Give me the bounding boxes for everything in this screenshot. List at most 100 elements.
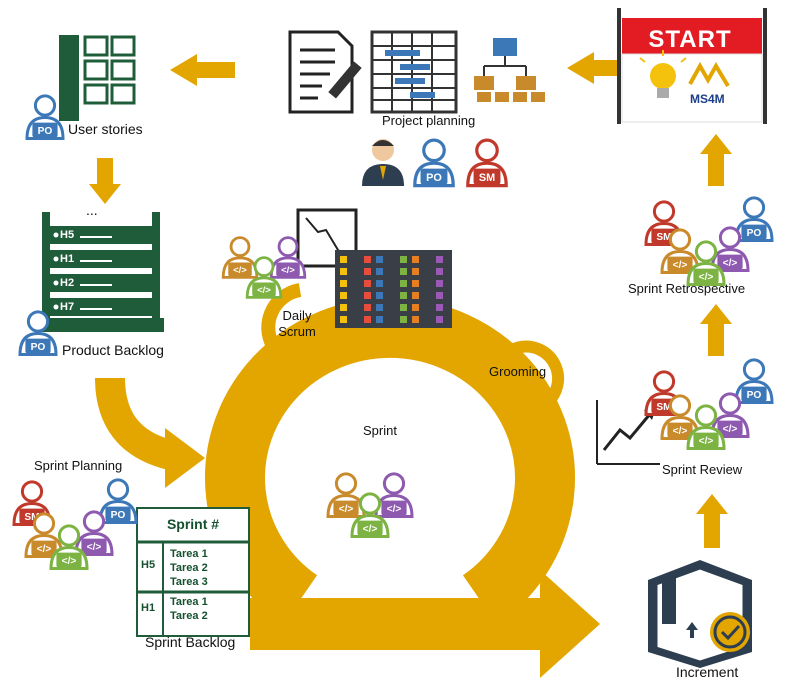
sticky-note <box>376 304 383 311</box>
product-owner-person-icon: PO <box>18 310 58 356</box>
svg-text:PO: PO <box>747 390 762 401</box>
sticky-note <box>412 256 419 263</box>
sticky-note <box>400 256 407 263</box>
svg-text:SM: SM <box>656 402 671 413</box>
kanban-board-icon <box>335 250 452 328</box>
gantt-chart-icon <box>370 30 458 114</box>
sprint-task: Tarea 2 <box>170 610 208 622</box>
developer-person-icon: </> <box>24 512 64 558</box>
svg-text:SM: SM <box>656 232 671 243</box>
product-backlog-label: Product Backlog <box>62 342 164 358</box>
increment-box-icon <box>648 560 752 668</box>
svg-text:</>: </> <box>281 265 295 276</box>
sticky-note <box>400 292 407 299</box>
sticky-note <box>364 316 371 323</box>
svg-text:</>: </> <box>87 542 102 553</box>
product-owner-person-icon: PO <box>734 358 774 404</box>
arrow-to-product-backlog <box>89 158 121 204</box>
sticky-note <box>364 280 371 287</box>
sticky-note <box>400 280 407 287</box>
scrum-master-person-icon: SM <box>466 138 508 188</box>
sprint-backlog-table <box>136 507 250 637</box>
increment-label: Increment <box>676 664 739 680</box>
lightbulb-icon <box>639 50 687 98</box>
developer-person-icon: </> <box>686 240 726 286</box>
backlog-item-h5: H5 <box>60 229 75 241</box>
svg-text:</>: </> <box>37 544 52 555</box>
sprint-task: Tarea 1 <box>170 596 208 608</box>
sticky-note <box>340 268 347 275</box>
backlog-item-h2: H2 <box>60 277 75 289</box>
sticky-note <box>340 292 347 299</box>
product-owner-person-icon: PO <box>734 196 774 242</box>
svg-text:</>: </> <box>673 426 688 437</box>
developer-person-icon: </> <box>49 524 89 570</box>
arrow-review-to-retro <box>700 304 732 356</box>
sprint-row-story-h1: H1 <box>141 602 156 614</box>
sticky-note <box>340 316 347 323</box>
sticky-note <box>412 304 419 311</box>
sticky-note <box>412 268 419 275</box>
sprint-review-label: Sprint Review <box>662 462 743 477</box>
developer-person-icon: </> <box>660 394 700 440</box>
grooming-label: Grooming <box>489 364 547 379</box>
sprint-task: Tarea 3 <box>170 576 208 588</box>
arrow-increment-to-review <box>696 494 728 548</box>
sprint-retrospective-label: Sprint Retrospective <box>628 281 746 296</box>
sticky-note <box>436 268 443 275</box>
svg-text:PO: PO <box>111 510 126 521</box>
developer-person-icon: </> <box>74 510 114 556</box>
daily-scrum-label-1: Daily <box>282 308 312 323</box>
developer-person-icon: </> <box>350 492 390 538</box>
backlog-to-sprint-arrow <box>95 377 205 488</box>
ms4m-logo-mark <box>688 61 730 88</box>
arrow-to-project-planning <box>567 52 619 84</box>
developer-person-icon: </> <box>245 256 283 299</box>
backlog-dots: ... <box>86 202 98 218</box>
svg-text:SM: SM <box>479 172 495 184</box>
sticky-note <box>364 256 371 263</box>
backlog-item-h7: H7 <box>60 301 75 313</box>
developer-person-icon: </> <box>269 236 307 279</box>
svg-text:</>: </> <box>699 436 714 447</box>
product-backlog-icon <box>36 212 164 332</box>
manager-icon <box>362 139 404 186</box>
developer-person-icon: </> <box>710 392 750 438</box>
daily-scrum-loop <box>261 283 355 373</box>
svg-text:</>: </> <box>387 504 402 515</box>
sprint-task: Tarea 1 <box>170 548 208 560</box>
svg-text:</>: </> <box>339 504 354 515</box>
sticky-note <box>340 304 347 311</box>
svg-text:</>: </> <box>699 272 714 283</box>
sticky-note <box>376 316 383 323</box>
sticky-note <box>436 316 443 323</box>
svg-text:PO: PO <box>747 228 762 239</box>
product-owner-person-icon: PO <box>413 138 455 188</box>
developer-person-icon: </> <box>374 472 414 518</box>
svg-text:</>: </> <box>723 424 738 435</box>
grooming-loop <box>495 340 565 422</box>
sticky-note <box>436 256 443 263</box>
svg-text:</>: </> <box>363 524 378 535</box>
sprint-label: Sprint <box>363 423 397 438</box>
sticky-note <box>436 304 443 311</box>
backlog-item-h1: H1 <box>60 253 75 265</box>
daily-scrum-label-2: Scrum <box>278 324 316 339</box>
sticky-note <box>340 280 347 287</box>
svg-text:PO: PO <box>31 342 46 353</box>
sticky-note <box>412 280 419 287</box>
brand-logo-text: MS4M <box>690 92 725 106</box>
start-banner-text: START <box>648 26 732 53</box>
arrow-retro-to-start <box>700 134 732 186</box>
sticky-note <box>376 292 383 299</box>
sprint-task: Tarea 2 <box>170 562 208 574</box>
product-owner-person-icon: PO <box>25 94 65 140</box>
document-pencil-icon <box>288 30 362 114</box>
sprint-row-story-h5: H5 <box>141 559 156 571</box>
sticky-note <box>412 292 419 299</box>
developer-person-icon: </> <box>710 226 750 272</box>
sticky-note <box>400 316 407 323</box>
sprint-table-header: Sprint # <box>166 516 220 532</box>
sticky-note <box>340 256 347 263</box>
